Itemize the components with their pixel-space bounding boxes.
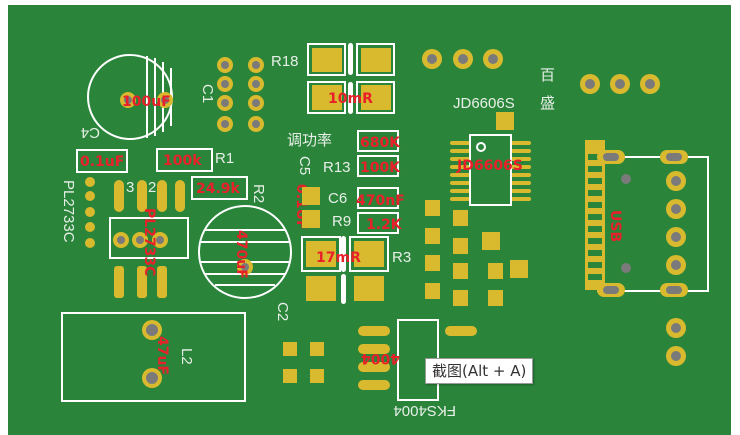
ic-pin [511,181,531,185]
usb-pin-hole [671,351,681,361]
fks4004-value: 4004 [361,350,400,366]
header-pins [217,57,264,132]
fks4004-label: FKS4004 [393,402,456,419]
ic-pin [450,181,470,185]
ic-pin [511,141,531,145]
pl2733c-value: PL2733C [141,208,157,276]
c2-label: C2 [274,302,291,321]
c4-value: 0.1uF [80,154,124,170]
c2-big-value: 470uF [233,230,249,279]
r18-label: R18 [271,53,299,70]
r13-label: R13 [323,159,351,176]
baisheng-char-1: 百 [540,67,555,84]
usb-contact-gap [588,214,602,220]
r9-label: R9 [332,213,351,230]
usb-contact-gap [588,190,602,196]
header-pin-hole [221,61,229,69]
ic-pin [511,149,531,153]
r13-value: 100K [360,160,401,176]
usb-contact-gap [588,178,602,184]
header-pin-hole [252,99,260,107]
usb-contact-gap [588,250,602,256]
usb-contact-gap [588,202,602,208]
usb-contact-gap [588,262,602,268]
usb-pin-hole [671,204,681,214]
usb-pin-hole [671,176,681,186]
usb-contact-gap [588,238,602,244]
header-pin-hole [221,120,229,128]
c6-value: 470nF [356,193,405,209]
l2-label: L2 [178,348,195,365]
r2-value: 24.9k [196,181,241,197]
usb-pin-hole [671,323,681,333]
capacitor-c1: 100uF C1 [87,54,216,140]
r3-value: 17mR [316,250,361,266]
ic-pin [450,173,470,177]
baisheng-char-2: 盛 [540,95,555,112]
usb-pin-hole [671,232,681,242]
resistor-r3: 17mR R3 [301,236,411,304]
header-pin-hole [221,99,229,107]
usb-connector: USB [585,140,709,366]
c4-label: C4 [81,124,100,141]
ic-pin [511,189,531,193]
ic-pin [450,197,470,201]
usb-contact-gap [588,226,602,232]
capacitor-c2-electrolytic: 470uF C2 [198,205,292,321]
c1-value: 100uF [122,94,171,110]
pin-2: 2 [148,179,156,196]
c6-label: C6 [328,190,347,207]
pl2733c-label: PL2733C [60,180,77,243]
pin-3: 3 [126,179,134,196]
l2-value: 47uF [154,336,170,375]
usb-value: USB [607,210,623,242]
left-components: C4 0.1uF 100k R1 24.9k R2 PL2733C 3 2 PL… [60,124,267,298]
r3-label: R3 [392,249,411,266]
r2-label: R2 [250,184,267,203]
c5-label: C5 [296,156,313,175]
header-pin-hole [252,120,260,128]
ic-pin [511,197,531,201]
ic-pin [450,149,470,153]
ic-pin [511,173,531,177]
ic-pin [450,165,470,169]
resistor-r18: R18 10mR [271,43,395,114]
tht-pads-top: 百 盛 JD6606S [422,49,660,112]
small-resistors: 调功率 680K R13 100K C5 0.1UF C6 470nF R9 1… [287,130,405,234]
tiaogonglv-label: 调功率 [287,132,332,149]
ic-pin [511,165,531,169]
r1-label: R1 [215,150,234,167]
ic-pin [450,141,470,145]
r18-value: 10mR [328,91,373,107]
r9-value: 1.2K [366,217,403,233]
usb-contact-gap [588,154,602,160]
jd6606s-value: JD6606S [456,158,523,174]
r-680k-value: 680K [360,135,401,151]
c1-label: C1 [199,84,216,103]
usb-contact-gap [588,274,602,280]
ic-jd6606s: JD6606S [425,112,531,306]
inductor-l2: 47uF L2 [61,312,246,402]
ic-pin [450,157,470,161]
header-pin-hole [252,61,260,69]
screenshot-tooltip: 截图(Alt + A) [425,358,534,384]
mosfet-fks4004: 4004 FKS4004 [358,319,477,419]
usb-pin-hole [671,260,681,270]
ic-pin [450,189,470,193]
usb-contact-gap [588,166,602,172]
header-pin-hole [221,80,229,88]
header-pin-hole [252,80,260,88]
r1-value: 100k [163,153,202,169]
jd6606s-label: JD6606S [453,95,515,112]
small-caps [283,342,324,383]
ic-pin [511,157,531,161]
